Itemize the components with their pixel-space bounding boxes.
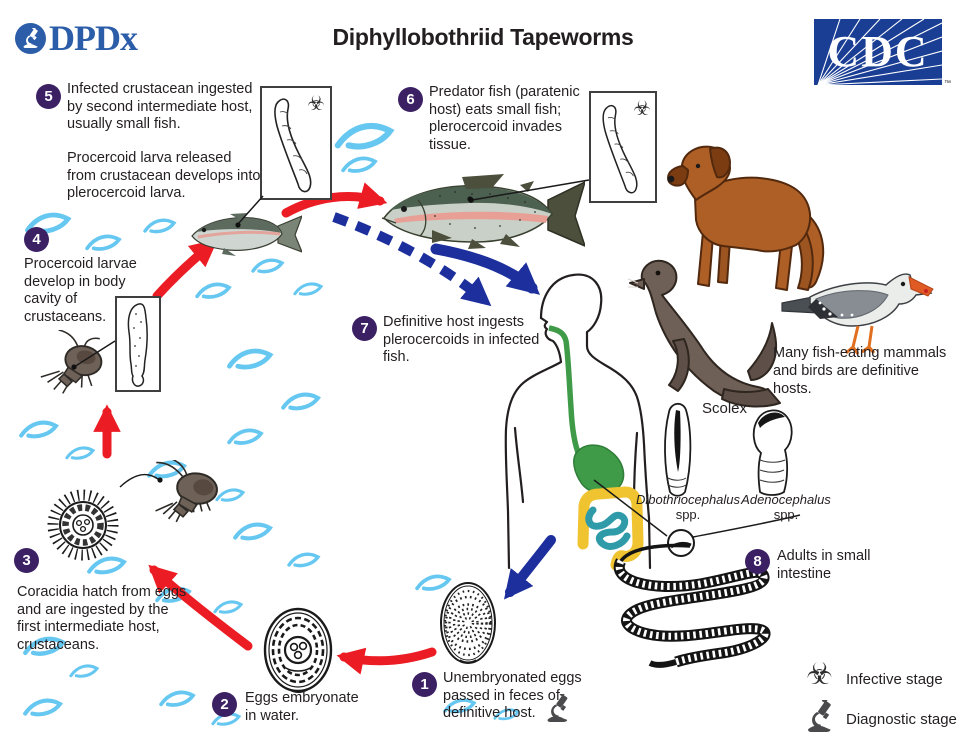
cdc-logo-text: CDC xyxy=(827,27,929,76)
stage-6-text: Predator fish (paratenic host) eats smal… xyxy=(429,84,580,154)
dibothriocephalus-scolex xyxy=(664,402,692,497)
stage-1-badge: 1 xyxy=(412,672,437,697)
legend-infective-label: Infective stage xyxy=(846,671,943,688)
human-definitive-host-illustration xyxy=(504,273,652,571)
cdc-logo: CDC xyxy=(814,19,942,85)
procercoid-inset-box xyxy=(115,296,161,392)
stage-5-text-line-2: Procercoid larva released from crustacea… xyxy=(67,150,261,202)
adenocephalus-scolex xyxy=(752,409,793,496)
stage-8-badge: 8 xyxy=(745,549,770,574)
microscope-icon xyxy=(23,28,38,48)
plerocercoid-larva-illustration xyxy=(274,98,312,193)
diagnostic-stage-microscope-icon xyxy=(547,694,568,722)
plerocercoid-larva-illustration xyxy=(602,105,638,194)
species-suffix: spp. xyxy=(675,507,701,522)
plerocercoid-inset-box-6: ☣ xyxy=(589,91,657,203)
biohazard-icon: ☣ xyxy=(307,91,325,115)
species-label-adenocephalus: Adenocephalus spp. xyxy=(736,492,836,522)
species-genus: Dibothriocephalus xyxy=(635,492,741,507)
scolex-illustrations xyxy=(664,402,793,497)
biohazard-icon: ☣ xyxy=(633,96,651,120)
stage-5-text-line-1: Infected crustacean ingested by second i… xyxy=(67,81,253,133)
magnifier-circle xyxy=(667,529,695,557)
cdc-trademark: ™ xyxy=(944,80,951,87)
stage-7-text: Definitive host ingests plerocercoids in… xyxy=(383,314,540,366)
legend-biohazard-icon: ☣ xyxy=(806,657,833,692)
small-fish-illustration xyxy=(191,213,302,256)
stage-2-text: Eggs embryonate in water. xyxy=(245,690,359,724)
scolex-label: Scolex xyxy=(702,400,748,417)
stage-4-badge: 4 xyxy=(24,227,49,252)
species-label-dibothriocephalus: Dibothriocephalus spp. xyxy=(632,492,744,522)
stage-2-badge: 2 xyxy=(212,692,237,717)
legend-microscope-icon xyxy=(808,700,832,732)
legend-diagnostic-label: Diagnostic stage xyxy=(846,711,957,728)
page-title: Diphyllobothriid Tapeworms xyxy=(332,24,634,50)
dpdx-logo-text: DPDx xyxy=(49,18,138,58)
stage-7-badge: 7 xyxy=(352,316,377,341)
stage-5-text: Infected crustacean ingested by second i… xyxy=(67,81,263,203)
stage-4-text: Procercoid larvae develop in body cavity… xyxy=(24,256,137,326)
gull-illustration xyxy=(781,273,934,355)
copepod-crustacean-illustration xyxy=(155,460,218,523)
predator-fish-illustration xyxy=(381,174,585,249)
coracidium-illustration xyxy=(47,489,119,561)
species-suffix: spp. xyxy=(773,507,799,522)
dog-illustration xyxy=(667,145,825,291)
procercoid-larva-illustration xyxy=(127,303,148,387)
stage-1-text: Unembryonated eggs passed in feces of de… xyxy=(443,670,582,722)
stage-6-badge: 6 xyxy=(398,87,423,112)
stage-3-text: Coracidia hatch from eggs and are ingest… xyxy=(17,584,187,654)
definitive-hosts-note: Many fish-eating mammals and birds are d… xyxy=(773,345,947,398)
stage-5-badge: 5 xyxy=(36,84,61,109)
embryonated-egg-illustration xyxy=(263,607,333,694)
dpdx-logo: DPDx xyxy=(15,17,138,59)
arrow-egg1-to-egg2 xyxy=(336,647,437,675)
stage-8-text: Adults in small intestine xyxy=(777,548,871,582)
stage-3-badge: 3 xyxy=(14,548,39,573)
cdc-logo-rays xyxy=(817,19,942,85)
unembryonated-egg-illustration xyxy=(440,582,496,664)
seal-illustration xyxy=(628,259,781,408)
dpdx-microscope-badge xyxy=(15,22,46,54)
plerocercoid-inset-box-5: ☣ xyxy=(260,86,332,200)
species-genus: Adenocephalus xyxy=(741,492,831,507)
copepod-crustacean-illustration-2 xyxy=(40,330,103,394)
